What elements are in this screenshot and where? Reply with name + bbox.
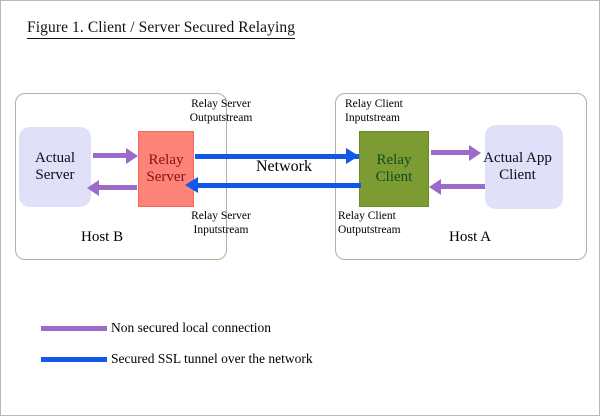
page-title: Figure 1. Client / Server Secured Relayi… <box>27 19 296 39</box>
label-host-a: Host A <box>449 229 492 245</box>
legend-swatch-local-connection <box>41 326 107 331</box>
arrow-relay-client-to-actual-app-client-head-icon <box>469 144 481 161</box>
arrow-network-relay-client-to-relay-server <box>197 183 361 188</box>
legend-label-ssl-tunnel: Secured SSL tunnel over the network <box>111 351 313 366</box>
arrow-actual-server-to-relay-server-head-icon <box>126 147 138 164</box>
arrow-relay-client-to-actual-app-client <box>431 150 471 155</box>
arrow-actual-server-to-relay-server <box>93 153 127 158</box>
arrow-network-relay-client-to-relay-server-head-icon <box>185 177 198 193</box>
arrow-network-relay-server-to-relay-client <box>195 154 359 159</box>
arrow-actual-app-client-to-relay-client-head-icon <box>429 178 441 195</box>
host-container-host-a <box>335 93 587 260</box>
label-host-b: Host B <box>81 229 124 245</box>
host-container-host-b <box>15 93 227 260</box>
arrow-actual-app-client-to-relay-client <box>441 184 485 189</box>
arrow-relay-server-to-actual-server <box>99 185 137 190</box>
label-network: Network <box>256 158 312 175</box>
arrow-relay-server-to-actual-server-head-icon <box>87 179 99 196</box>
arrow-network-relay-server-to-relay-client-head-icon <box>346 148 359 164</box>
legend-swatch-ssl-tunnel <box>41 357 107 362</box>
legend-label-local-connection: Non secured local connection <box>111 320 272 335</box>
